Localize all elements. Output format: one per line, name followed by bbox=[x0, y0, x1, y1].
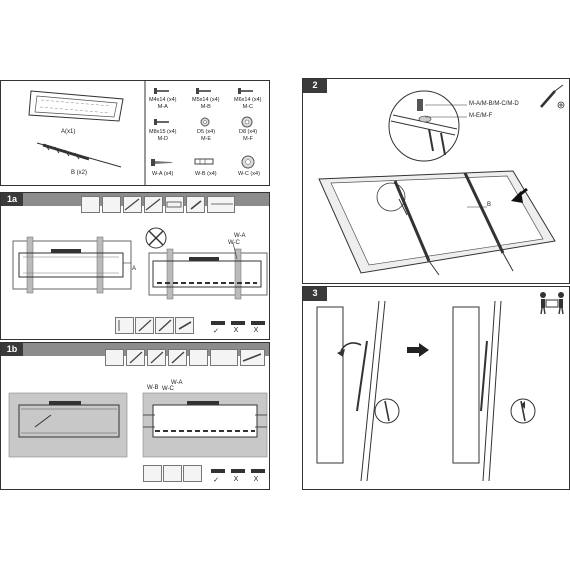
screw-m-c-code: M-C bbox=[242, 103, 253, 110]
step-1a-callout-a: A bbox=[132, 266, 137, 272]
step-1b-mark-2: X bbox=[233, 476, 239, 483]
washer-m-f-code: M-F bbox=[243, 135, 253, 142]
washer-m-e-label: D5 (x4)M-E bbox=[197, 129, 215, 142]
step-1b-number: 1b bbox=[1, 343, 23, 356]
step-1a-callout-wa: W-A bbox=[234, 233, 246, 239]
screw-m-b-label: M5x14 (x4)M-B bbox=[192, 97, 220, 110]
drill-size-icon bbox=[210, 349, 238, 366]
panel-divider bbox=[144, 81, 146, 185]
washer-m-f-icon bbox=[241, 116, 253, 128]
step-2-callout-screws: M-A/M-B/M-C/M-D bbox=[469, 101, 519, 107]
step-2-panel: 2 M-A/M-B/M-C/M-D M-E/M-F B bbox=[302, 78, 570, 284]
screw-m-c-size: M6x14 (x4) bbox=[234, 97, 262, 103]
washer-w-c-label: W-C (x4) bbox=[238, 171, 260, 177]
step-1b-tool-2 bbox=[163, 465, 182, 482]
wood-wall-icon bbox=[81, 196, 100, 213]
step-1b-tool-1 bbox=[143, 465, 162, 482]
step-1b-tool-3 bbox=[183, 465, 202, 482]
screw-m-b-size: M5x14 (x4) bbox=[192, 97, 220, 103]
step-1b-concrete-wall-drawing bbox=[8, 392, 128, 458]
level-icon bbox=[165, 196, 184, 213]
step-1a-callout-wc: W-C bbox=[228, 240, 240, 246]
step-1b-callout-wc: W-C bbox=[162, 386, 174, 392]
step-1b-mounted-plate-drawing bbox=[142, 392, 268, 458]
step-2-callout-washers: M-E/M-F bbox=[469, 113, 493, 119]
concrete-wall-icon bbox=[105, 349, 124, 366]
step-2-number: 2 bbox=[303, 79, 327, 93]
screw-m-d-label: M8x15 (x4)M-D bbox=[149, 129, 177, 142]
step-3-panel: 3 bbox=[302, 286, 570, 490]
two-people-lifting-icon bbox=[540, 292, 564, 315]
screw-m-a-size: M4x14 (x4) bbox=[149, 97, 177, 103]
wall-plate-illustration bbox=[28, 90, 124, 122]
step-3-number: 3 bbox=[303, 287, 327, 301]
washer-m-f-label: D8 (x4)M-F bbox=[239, 129, 257, 142]
step-1a-number: 1a bbox=[1, 193, 23, 206]
drill-icon bbox=[189, 349, 208, 366]
tool-strokes bbox=[124, 198, 233, 211]
step-1a-mark-1: ✓ bbox=[213, 328, 219, 335]
anchor-w-b-label: W-B (x4) bbox=[195, 171, 217, 177]
drill-bit-icon bbox=[102, 196, 121, 213]
screw-m-c-label: M6x14 (x4)M-C bbox=[234, 97, 262, 110]
step-1b-bit-icons bbox=[211, 469, 265, 473]
screw-m-b-icon bbox=[196, 88, 211, 94]
step-2-zoom-detail bbox=[388, 90, 460, 162]
screw-m-d-code: M-D bbox=[157, 135, 168, 142]
step-1a-tool-1 bbox=[115, 317, 134, 334]
washer-m-f-size: D8 (x4) bbox=[239, 129, 258, 135]
wall-screw-w-a-label: W-A (x4) bbox=[152, 171, 174, 177]
washer-w-c-icon bbox=[241, 155, 255, 169]
step-3-right-arrow-icon bbox=[407, 343, 429, 357]
step-1b-callout-wa: W-A bbox=[171, 380, 183, 386]
part-b-label: B (x2) bbox=[71, 170, 88, 176]
step-1a-mark-3: X bbox=[253, 327, 259, 334]
step-1b-mark-3: X bbox=[253, 476, 259, 483]
step-2-tv-back-drawing bbox=[318, 170, 556, 276]
screw-m-a-code: M-A bbox=[157, 103, 168, 110]
part-a-label: A(x1) bbox=[61, 129, 76, 135]
step-1a-panel: 1a A W-A W-C bbox=[0, 192, 270, 340]
screw-m-d-icon bbox=[154, 119, 169, 125]
step-3-tv-hung-drawing bbox=[452, 300, 536, 482]
screw-m-c-icon bbox=[238, 88, 253, 94]
washer-m-e-code: M-E bbox=[200, 135, 212, 142]
washer-m-e-icon bbox=[200, 117, 210, 127]
step-1a-mark-2: X bbox=[233, 327, 239, 334]
wall-screw-w-a-icon bbox=[151, 159, 173, 166]
step-1a-tool-strokes bbox=[118, 319, 192, 332]
step-1a-bit-icons bbox=[211, 321, 265, 325]
step-3-hang-tv-drawing bbox=[316, 300, 400, 482]
no-stud-icon bbox=[145, 227, 167, 249]
step-1b-callout-wb: W-B bbox=[147, 385, 159, 391]
step-1b-panel: 1b W-B W-A W-C ✓ X bbox=[0, 342, 270, 490]
screw-m-d-size: M8x15 (x4) bbox=[149, 129, 177, 135]
washer-m-e-size: D5 (x4) bbox=[197, 129, 216, 135]
parts-panel: A(x1) B (x2) M4x14 (x4)M-A M5x14 (x4)M-B… bbox=[0, 80, 270, 186]
screw-m-b-code: M-B bbox=[200, 103, 211, 110]
screwdriver-icon bbox=[540, 84, 565, 109]
step-2-callout-lines bbox=[425, 104, 467, 118]
anchor-w-b-icon bbox=[194, 158, 214, 165]
step-1a-mounted-plate-drawing bbox=[148, 242, 268, 300]
step-1a-wood-wall-drawing bbox=[12, 236, 132, 294]
vertical-bracket-illustration bbox=[36, 142, 122, 168]
step-2-callout-b: B bbox=[487, 202, 492, 208]
screw-m-a-label: M4x14 (x4)M-A bbox=[149, 97, 177, 110]
screw-m-a-icon bbox=[154, 88, 169, 94]
step-1b-tool-strokes bbox=[129, 351, 262, 364]
step-1b-mark-1: ✓ bbox=[213, 477, 219, 484]
drill-size-icon bbox=[207, 196, 235, 213]
